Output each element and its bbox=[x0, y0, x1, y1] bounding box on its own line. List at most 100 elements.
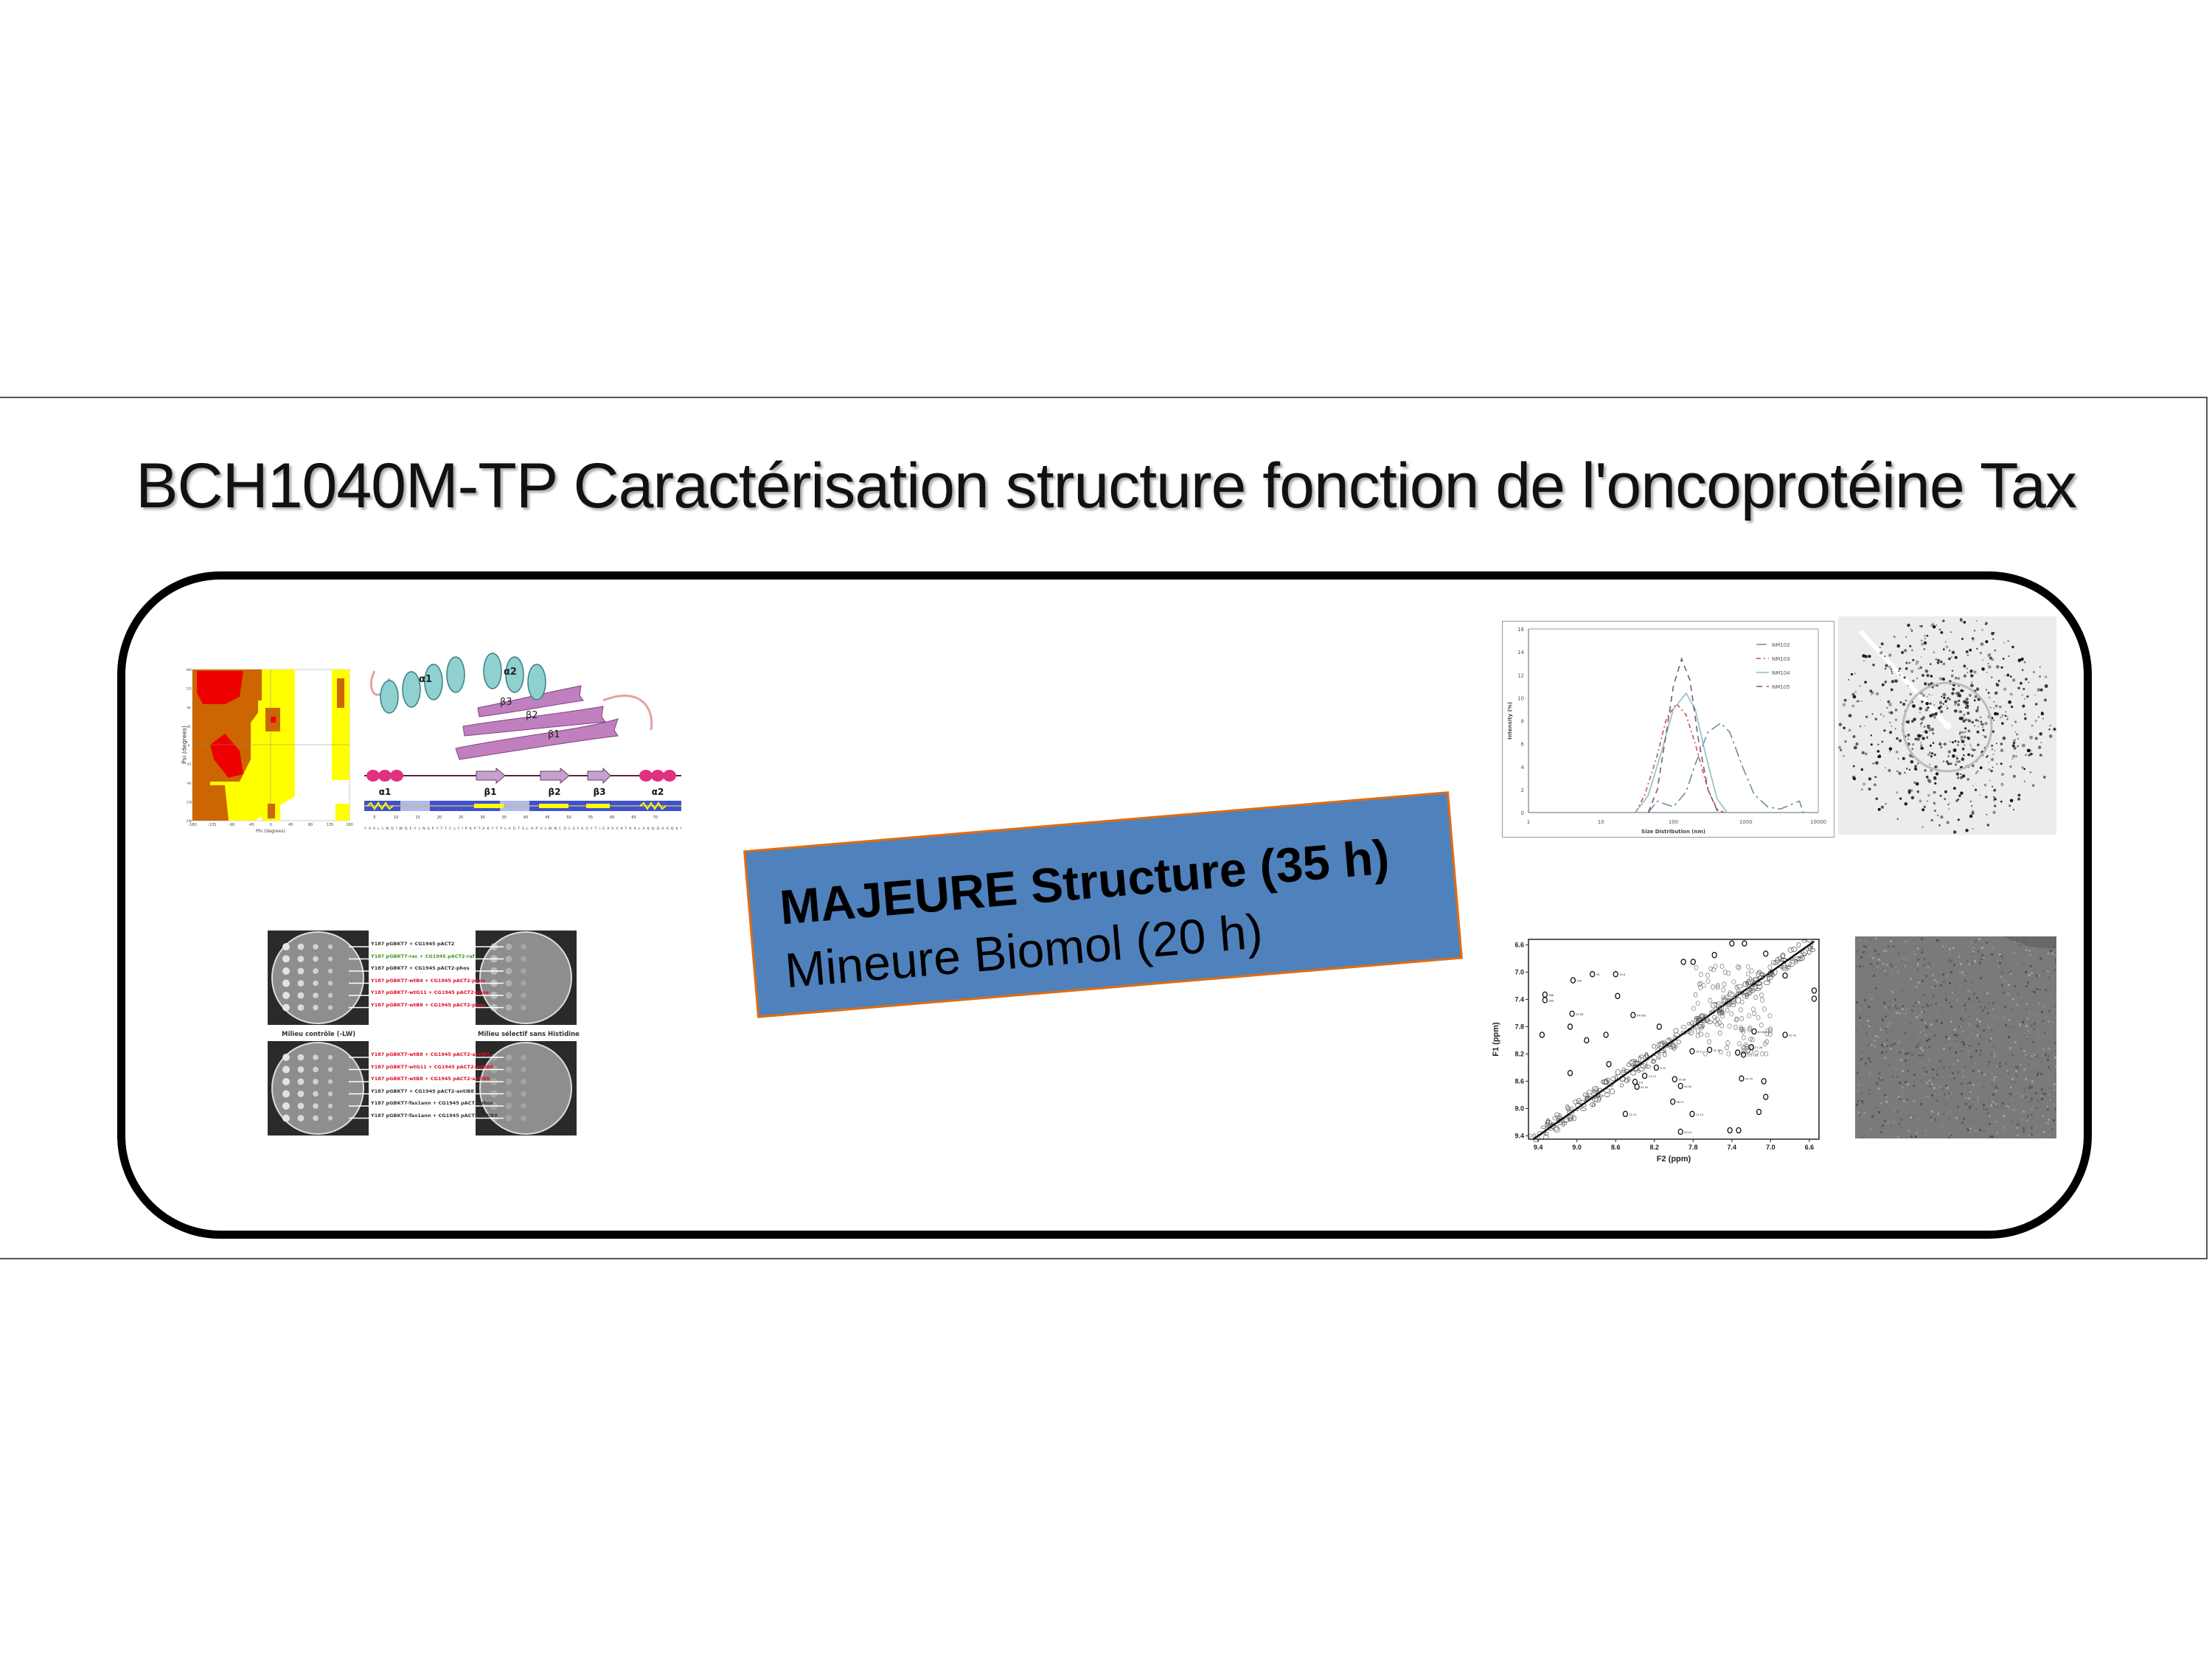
diagonal-peak bbox=[1717, 1009, 1722, 1016]
micrograph-grain bbox=[2010, 973, 2012, 975]
diagonal bbox=[1532, 940, 1815, 1141]
electron-micrograph bbox=[1855, 936, 2056, 1138]
micrograph-grain bbox=[1867, 1015, 1869, 1017]
diffraction-spot bbox=[1955, 756, 1958, 757]
micrograph-grain bbox=[1990, 1053, 1992, 1055]
micrograph-grain bbox=[2050, 950, 2052, 952]
micrograph-grain bbox=[2034, 1023, 2036, 1025]
diffraction-spot bbox=[1904, 649, 1907, 653]
micrograph-grain bbox=[2015, 1074, 2017, 1077]
diffraction-spot bbox=[1963, 664, 1966, 668]
diffraction-spot bbox=[1947, 762, 1950, 765]
diffraction-spot bbox=[1999, 705, 2002, 709]
micrograph-grain bbox=[2025, 971, 2027, 973]
crosspeak-cluster bbox=[1745, 964, 1750, 970]
micrograph-grain bbox=[1964, 980, 1966, 982]
yeast-colony bbox=[505, 1091, 512, 1097]
diffraction-spot bbox=[1936, 661, 1940, 664]
diffraction-spot bbox=[2025, 754, 2028, 757]
diffraction-spot bbox=[1879, 699, 1881, 701]
diffraction-spot bbox=[2013, 739, 2016, 742]
micrograph-grain bbox=[1898, 1096, 1900, 1099]
diffraction-spot bbox=[1923, 648, 1925, 650]
micrograph-grain bbox=[1907, 1052, 1909, 1054]
micrograph-grain bbox=[2048, 976, 2051, 978]
micrograph-grain bbox=[2014, 985, 2016, 987]
micrograph-grain bbox=[1970, 981, 1972, 984]
micrograph-grain bbox=[1967, 958, 1969, 960]
diffraction-spot bbox=[1972, 828, 1974, 830]
micrograph-grain bbox=[1992, 1093, 1994, 1096]
micrograph-grain bbox=[2046, 989, 2048, 991]
diffraction-spot bbox=[2031, 784, 2035, 787]
micrograph-grain bbox=[1857, 1046, 1860, 1048]
micrograph-grain bbox=[2035, 1092, 2037, 1094]
micrograph-grain bbox=[1979, 1020, 1981, 1023]
micrograph-grain bbox=[1920, 1103, 1922, 1105]
micrograph-grain bbox=[1972, 1070, 1975, 1072]
y-tick-label: 7.0 bbox=[1514, 968, 1524, 975]
micrograph-grain bbox=[2020, 1001, 2022, 1003]
micrograph-grain bbox=[1968, 998, 1970, 1000]
diffraction-spot bbox=[1897, 758, 1899, 759]
crosspeak-cluster bbox=[1767, 1032, 1773, 1037]
diagonal-peak bbox=[1555, 1116, 1562, 1119]
micrograph-grain bbox=[1921, 980, 1924, 982]
micrograph-grain bbox=[2020, 944, 2022, 946]
diffraction-spot bbox=[1896, 737, 1899, 740]
micrograph-grain bbox=[1991, 953, 1993, 956]
diffraction-spot bbox=[1947, 697, 1950, 698]
micrograph-grain bbox=[1955, 1117, 1958, 1119]
diffraction-spot bbox=[1950, 740, 1951, 742]
diffraction-spot bbox=[1861, 700, 1863, 703]
diffraction-spot bbox=[1921, 722, 1923, 724]
diffraction-spot bbox=[1888, 711, 1891, 714]
micrograph-grain bbox=[1975, 1104, 1977, 1106]
micrograph-grain bbox=[1921, 938, 1923, 940]
diffraction-spot bbox=[1924, 682, 1927, 686]
micrograph-grain bbox=[1910, 1116, 1912, 1119]
micrograph-grain bbox=[1961, 1082, 1963, 1085]
diffraction-spot bbox=[1968, 693, 1972, 698]
diffraction-spot bbox=[1939, 794, 1942, 797]
micrograph-grain bbox=[1967, 945, 1969, 947]
micrograph-grain bbox=[1891, 969, 1893, 971]
micrograph-grain bbox=[2041, 1088, 2043, 1091]
diffraction-spot bbox=[1920, 625, 1923, 627]
diffraction-spot bbox=[1848, 679, 1850, 681]
diffraction-spot bbox=[1901, 650, 1905, 655]
crosspeak-cluster bbox=[1719, 964, 1725, 969]
crosspeak-cluster bbox=[1733, 1017, 1739, 1023]
diffraction-spot bbox=[1868, 787, 1871, 791]
diffraction-spot bbox=[2004, 675, 2006, 677]
yeast-colony bbox=[521, 1115, 526, 1121]
yeast-colony bbox=[297, 1066, 305, 1073]
micrograph-grain bbox=[1976, 1018, 1978, 1020]
diffraction-spot bbox=[1928, 728, 1932, 732]
micrograph-grain bbox=[1876, 1106, 1878, 1108]
micrograph-grain bbox=[2030, 965, 2032, 967]
crosspeak-cluster bbox=[1695, 1016, 1700, 1022]
micrograph-grain bbox=[1948, 1092, 1950, 1094]
diffraction-spot bbox=[1843, 726, 1846, 730]
micrograph-grain bbox=[1900, 1004, 1902, 1006]
micrograph-grain bbox=[1973, 961, 1975, 964]
diffraction-spot bbox=[2000, 762, 2003, 765]
micrograph-grain bbox=[2003, 1046, 2005, 1048]
micrograph-grain bbox=[1958, 986, 1961, 988]
diffraction-spot bbox=[1954, 700, 1958, 704]
micrograph-grain bbox=[1893, 945, 1895, 947]
crosspeak-label: 10-11 bbox=[1696, 1051, 1703, 1054]
diffraction-spot bbox=[1921, 808, 1925, 812]
crosspeak-cluster bbox=[1708, 966, 1714, 972]
crosspeak-cluster bbox=[1759, 1022, 1764, 1028]
diffraction-spot bbox=[1994, 712, 1997, 716]
micrograph-grain bbox=[1895, 966, 1897, 968]
diffraction-spot bbox=[1894, 728, 1896, 730]
diffraction-spot bbox=[1852, 695, 1857, 699]
diffraction-spot bbox=[1889, 721, 1891, 724]
diffraction-spot bbox=[1922, 694, 1925, 698]
micrograph-grain bbox=[2005, 940, 2007, 942]
diffraction-spot bbox=[1875, 761, 1879, 765]
micrograph-grain bbox=[1863, 975, 1865, 977]
